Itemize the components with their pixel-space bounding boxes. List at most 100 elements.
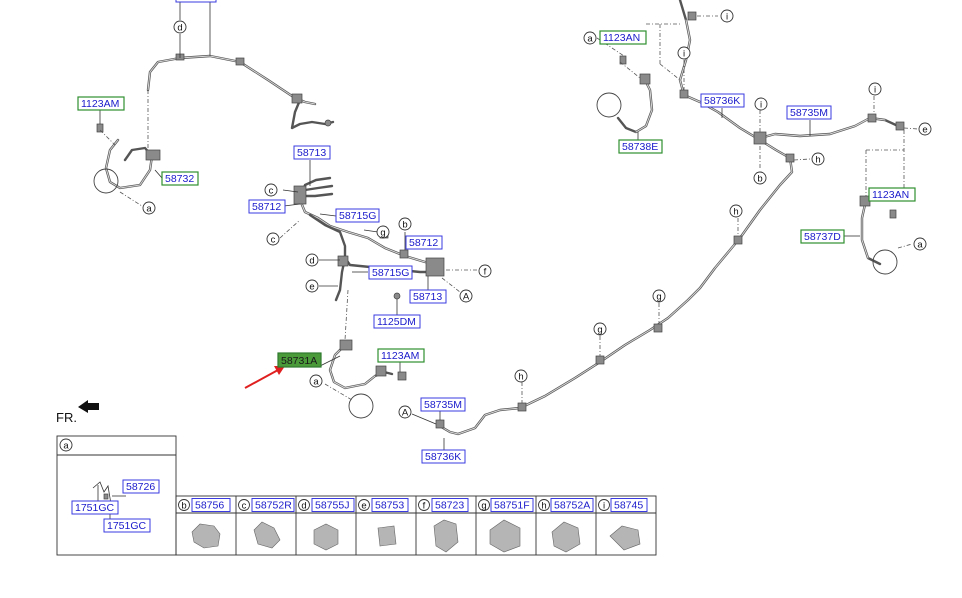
label-58713-mid: 58713	[409, 289, 447, 304]
svg-text:A: A	[463, 292, 470, 303]
svg-text:58755J: 58755J	[315, 500, 349, 512]
svg-text:h: h	[541, 501, 546, 512]
part-labels: 1123AM 58732 58713 58712 58715G 58712 58…	[77, 30, 916, 464]
svg-text:a: a	[146, 204, 152, 215]
label-58735m-top: 58735M	[786, 105, 832, 120]
svg-text:i: i	[683, 49, 685, 60]
legend-cell-i: i 58745	[598, 498, 648, 551]
label-1125dm: 1125DM	[373, 314, 421, 329]
legend-cell-c: c 58752R	[238, 498, 295, 549]
callout-a: a	[309, 374, 323, 388]
svg-text:c: c	[269, 186, 274, 197]
callout-g: g	[376, 225, 390, 239]
svg-text:a: a	[63, 441, 69, 452]
direction-arrow-icon	[78, 400, 99, 413]
svg-text:b: b	[757, 174, 762, 185]
callout-d: d	[305, 253, 319, 267]
svg-text:58713: 58713	[297, 147, 326, 159]
svg-text:i: i	[726, 12, 728, 23]
callout-i: i	[868, 82, 882, 96]
svg-text:58712: 58712	[252, 201, 281, 213]
svg-text:h: h	[733, 207, 738, 218]
label-1123am-top: 1123AM	[77, 96, 125, 111]
svg-text:1125DM: 1125DM	[377, 316, 416, 328]
callout-i: i	[677, 46, 691, 60]
svg-text:58723: 58723	[435, 500, 464, 512]
callout-c: c	[266, 232, 280, 246]
front-right-hose-assembly	[319, 339, 407, 419]
callout-A: A	[398, 405, 412, 419]
svg-text:1123AM: 1123AM	[381, 350, 419, 362]
svg-text:58715G: 58715G	[372, 267, 409, 279]
label-1123an-top: 1123AN	[599, 30, 647, 45]
svg-text:58735M: 58735M	[790, 107, 828, 119]
label-58712-left: 58712	[248, 199, 286, 214]
callout-circles: d a c c g b d f e A a A h g g h h b i i …	[142, 9, 932, 419]
svg-text:e: e	[922, 125, 927, 136]
label-58736k-top: 58736K	[700, 93, 745, 108]
callout-b: b	[753, 171, 767, 185]
callout-f: f	[478, 264, 492, 278]
center-hcu-assembly	[279, 160, 478, 341]
svg-text:58713: 58713	[413, 291, 442, 303]
svg-text:g: g	[481, 501, 486, 512]
svg-text:58712: 58712	[409, 237, 438, 249]
highlight-arrow	[244, 366, 285, 389]
svg-text:58732: 58732	[165, 173, 194, 185]
svg-text:a: a	[313, 377, 319, 388]
legend-cell-b: b 58756	[178, 498, 231, 549]
svg-text:g: g	[656, 292, 661, 303]
callout-e: e	[918, 122, 932, 136]
svg-text:58737D: 58737D	[804, 231, 841, 243]
svg-text:58736K: 58736K	[704, 95, 740, 107]
label-1123am-mid: 1123AM	[377, 348, 425, 363]
callout-h: h	[514, 369, 528, 383]
callout-b: b	[398, 217, 412, 231]
svg-text:i: i	[874, 85, 876, 96]
callout-g: g	[593, 322, 607, 336]
label-58712-right: 58712	[405, 235, 443, 250]
label-58731a-highlighted: 58731A	[277, 352, 322, 368]
svg-text:58735M: 58735M	[424, 399, 462, 411]
label-58738e: 58738E	[618, 139, 663, 154]
legend-cell-h: h 58752A	[538, 498, 594, 553]
svg-text:1123AN: 1123AN	[603, 32, 640, 44]
svg-text:58753: 58753	[375, 500, 404, 512]
front-left-hose-assembly	[93, 0, 335, 207]
svg-text:58752R: 58752R	[255, 500, 292, 512]
svg-text:a: a	[917, 240, 923, 251]
front-direction-indicator: FR.	[56, 400, 99, 425]
legend-table: a 58726 1751GC 1751GC b 58756	[56, 435, 657, 556]
svg-text:a: a	[587, 34, 593, 45]
label-58732: 58732	[161, 171, 199, 186]
svg-text:58745: 58745	[614, 500, 643, 512]
svg-text:e: e	[309, 282, 314, 293]
callout-d: d	[173, 20, 187, 34]
legend-cell-a: a 58726 1751GC 1751GC	[59, 438, 160, 533]
svg-text:d: d	[177, 23, 182, 34]
callout-g: g	[652, 289, 666, 303]
callout-i: i	[754, 97, 768, 111]
callout-h: h	[729, 204, 743, 218]
label-58735m-low: 58735M	[420, 397, 466, 412]
callout-c: c	[264, 183, 278, 197]
svg-text:i: i	[760, 100, 762, 111]
svg-text:A: A	[402, 408, 409, 419]
label-58736k-low: 58736K	[421, 449, 466, 464]
svg-text:58731A: 58731A	[281, 355, 317, 367]
svg-text:58756: 58756	[195, 500, 224, 512]
svg-text:58751F: 58751F	[494, 500, 530, 512]
callout-i: i	[720, 9, 734, 23]
svg-text:58738E: 58738E	[622, 141, 658, 153]
svg-text:d: d	[309, 256, 314, 267]
svg-text:1751GC: 1751GC	[75, 502, 115, 514]
svg-text:58715G: 58715G	[339, 210, 376, 222]
direction-label: FR.	[56, 410, 77, 425]
svg-text:b: b	[402, 220, 407, 231]
callout-e: e	[305, 279, 319, 293]
svg-text:e: e	[361, 501, 366, 512]
callout-h: h	[811, 152, 825, 166]
svg-text:1751GC: 1751GC	[107, 520, 147, 532]
callout-A: A	[459, 289, 473, 303]
